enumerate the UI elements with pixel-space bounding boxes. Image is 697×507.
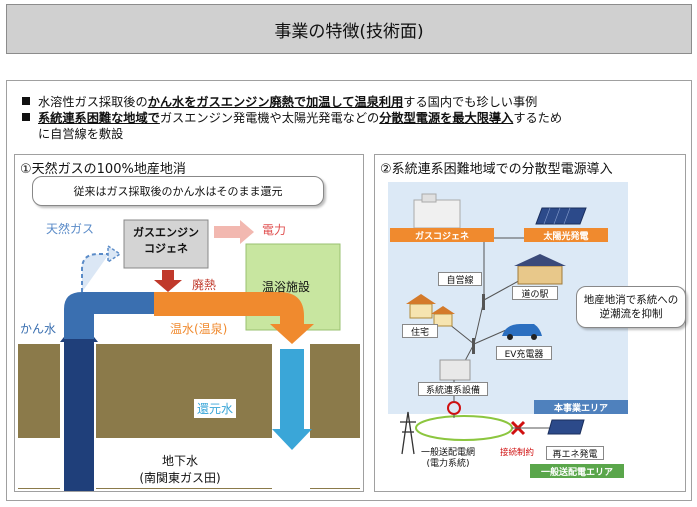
roadside-station-icon (517, 265, 563, 285)
hot-water-arrow-head (270, 324, 314, 344)
transmission-tower-icon (401, 411, 415, 455)
connection-limit-label: 接続制約 (500, 448, 535, 458)
return-water-label: 還元水 (194, 399, 237, 418)
right-panel (374, 154, 686, 492)
solar-panel-icon (535, 207, 587, 225)
left-callout: 従来はガス採取後のかん水はそのまま還元 (32, 176, 324, 206)
bullet-1: 水溶性ガス採取後のかん水をガスエンジン廃熱で加温して温泉利用する国内でも珍しい事… (22, 94, 537, 110)
left-panel-title: ①天然ガスの100%地産地消 (20, 162, 186, 177)
solar-tag: 太陽光発電 (524, 228, 608, 242)
gas-engine-box (123, 219, 209, 269)
roadside-station-label: 道の駅 (512, 286, 558, 300)
renewable-solar-icon (547, 419, 585, 435)
power-arrow (214, 220, 254, 244)
right-panel-title: ②系統連系困難地域での分散型電源導入 (380, 162, 613, 177)
power-label: 電力 (262, 223, 287, 237)
left-panel (14, 154, 364, 492)
renewable-label: 再エネ発電 (546, 446, 604, 460)
roadside-station-roof-icon (514, 254, 566, 266)
bullet-square-icon (22, 97, 30, 105)
brine-horizontal-pipe (64, 292, 154, 339)
brine-label: かん水 (20, 322, 57, 336)
grid-area-tag: 一般送配電エリア (530, 464, 624, 478)
bullet-square-icon (22, 113, 30, 121)
hot-water-label: 温水(温泉) (170, 322, 228, 336)
pole-icon (482, 294, 485, 310)
house-label: 住宅 (402, 324, 438, 338)
gas-cogen-building-icon (413, 199, 461, 229)
waste-heat-label: 廃熱 (192, 278, 217, 292)
return-water-arrow-head (272, 429, 312, 450)
content-frame (6, 80, 692, 501)
right-callout: 地産地消で系統への逆潮流を抑制 (576, 286, 686, 328)
gas-cogen-tag: ガスコジェネ (390, 228, 494, 242)
pole-icon (472, 338, 475, 354)
gas-engine-label: ガスエンジン コジェネ (133, 226, 199, 255)
house-roof-icon-2 (431, 306, 455, 314)
groundwater-label: 地下水 (南関東ガス田) (139, 454, 221, 485)
natural-gas-flow-diagram (18, 219, 360, 491)
bullet-2: 系統連系困難な地域でガスエンジン発電機や太陽光発電などの分散型電源を最大限導入す… (22, 110, 562, 126)
private-line-label: 自営線 (438, 272, 482, 286)
waste-heat-arrow (154, 270, 182, 292)
ev-charger-label: EV充電器 (496, 346, 552, 360)
grid-facility-icon (439, 359, 471, 381)
return-water-pipe (280, 349, 304, 431)
natural-gas-dashed-arrow (81, 253, 109, 292)
bullet-2-line2: に自営線を敷設 (38, 127, 124, 141)
brine-pipe (64, 339, 94, 491)
house-roof-icon (406, 294, 436, 304)
roadside-wire (483, 277, 525, 301)
ev-car-icon (502, 324, 542, 336)
grid-facility-label: 系統連系設備 (418, 382, 488, 396)
natural-gas-arrow-head (107, 244, 122, 264)
house-icon (409, 303, 433, 319)
project-area-tag: 本事業エリア (534, 400, 628, 414)
natural-gas-label: 天然ガス (46, 222, 95, 236)
grid-circle-icon (415, 415, 513, 441)
hot-water-pipe (154, 292, 304, 326)
page-title: 事業の特徴(技術面) (6, 4, 692, 54)
gas-cogen-roof-icon (421, 193, 437, 203)
ev-wire (473, 329, 507, 345)
bath-facility-label: 温浴施設 (262, 280, 311, 294)
grid-label: 一般送配電網 (電力系統) (420, 448, 475, 469)
